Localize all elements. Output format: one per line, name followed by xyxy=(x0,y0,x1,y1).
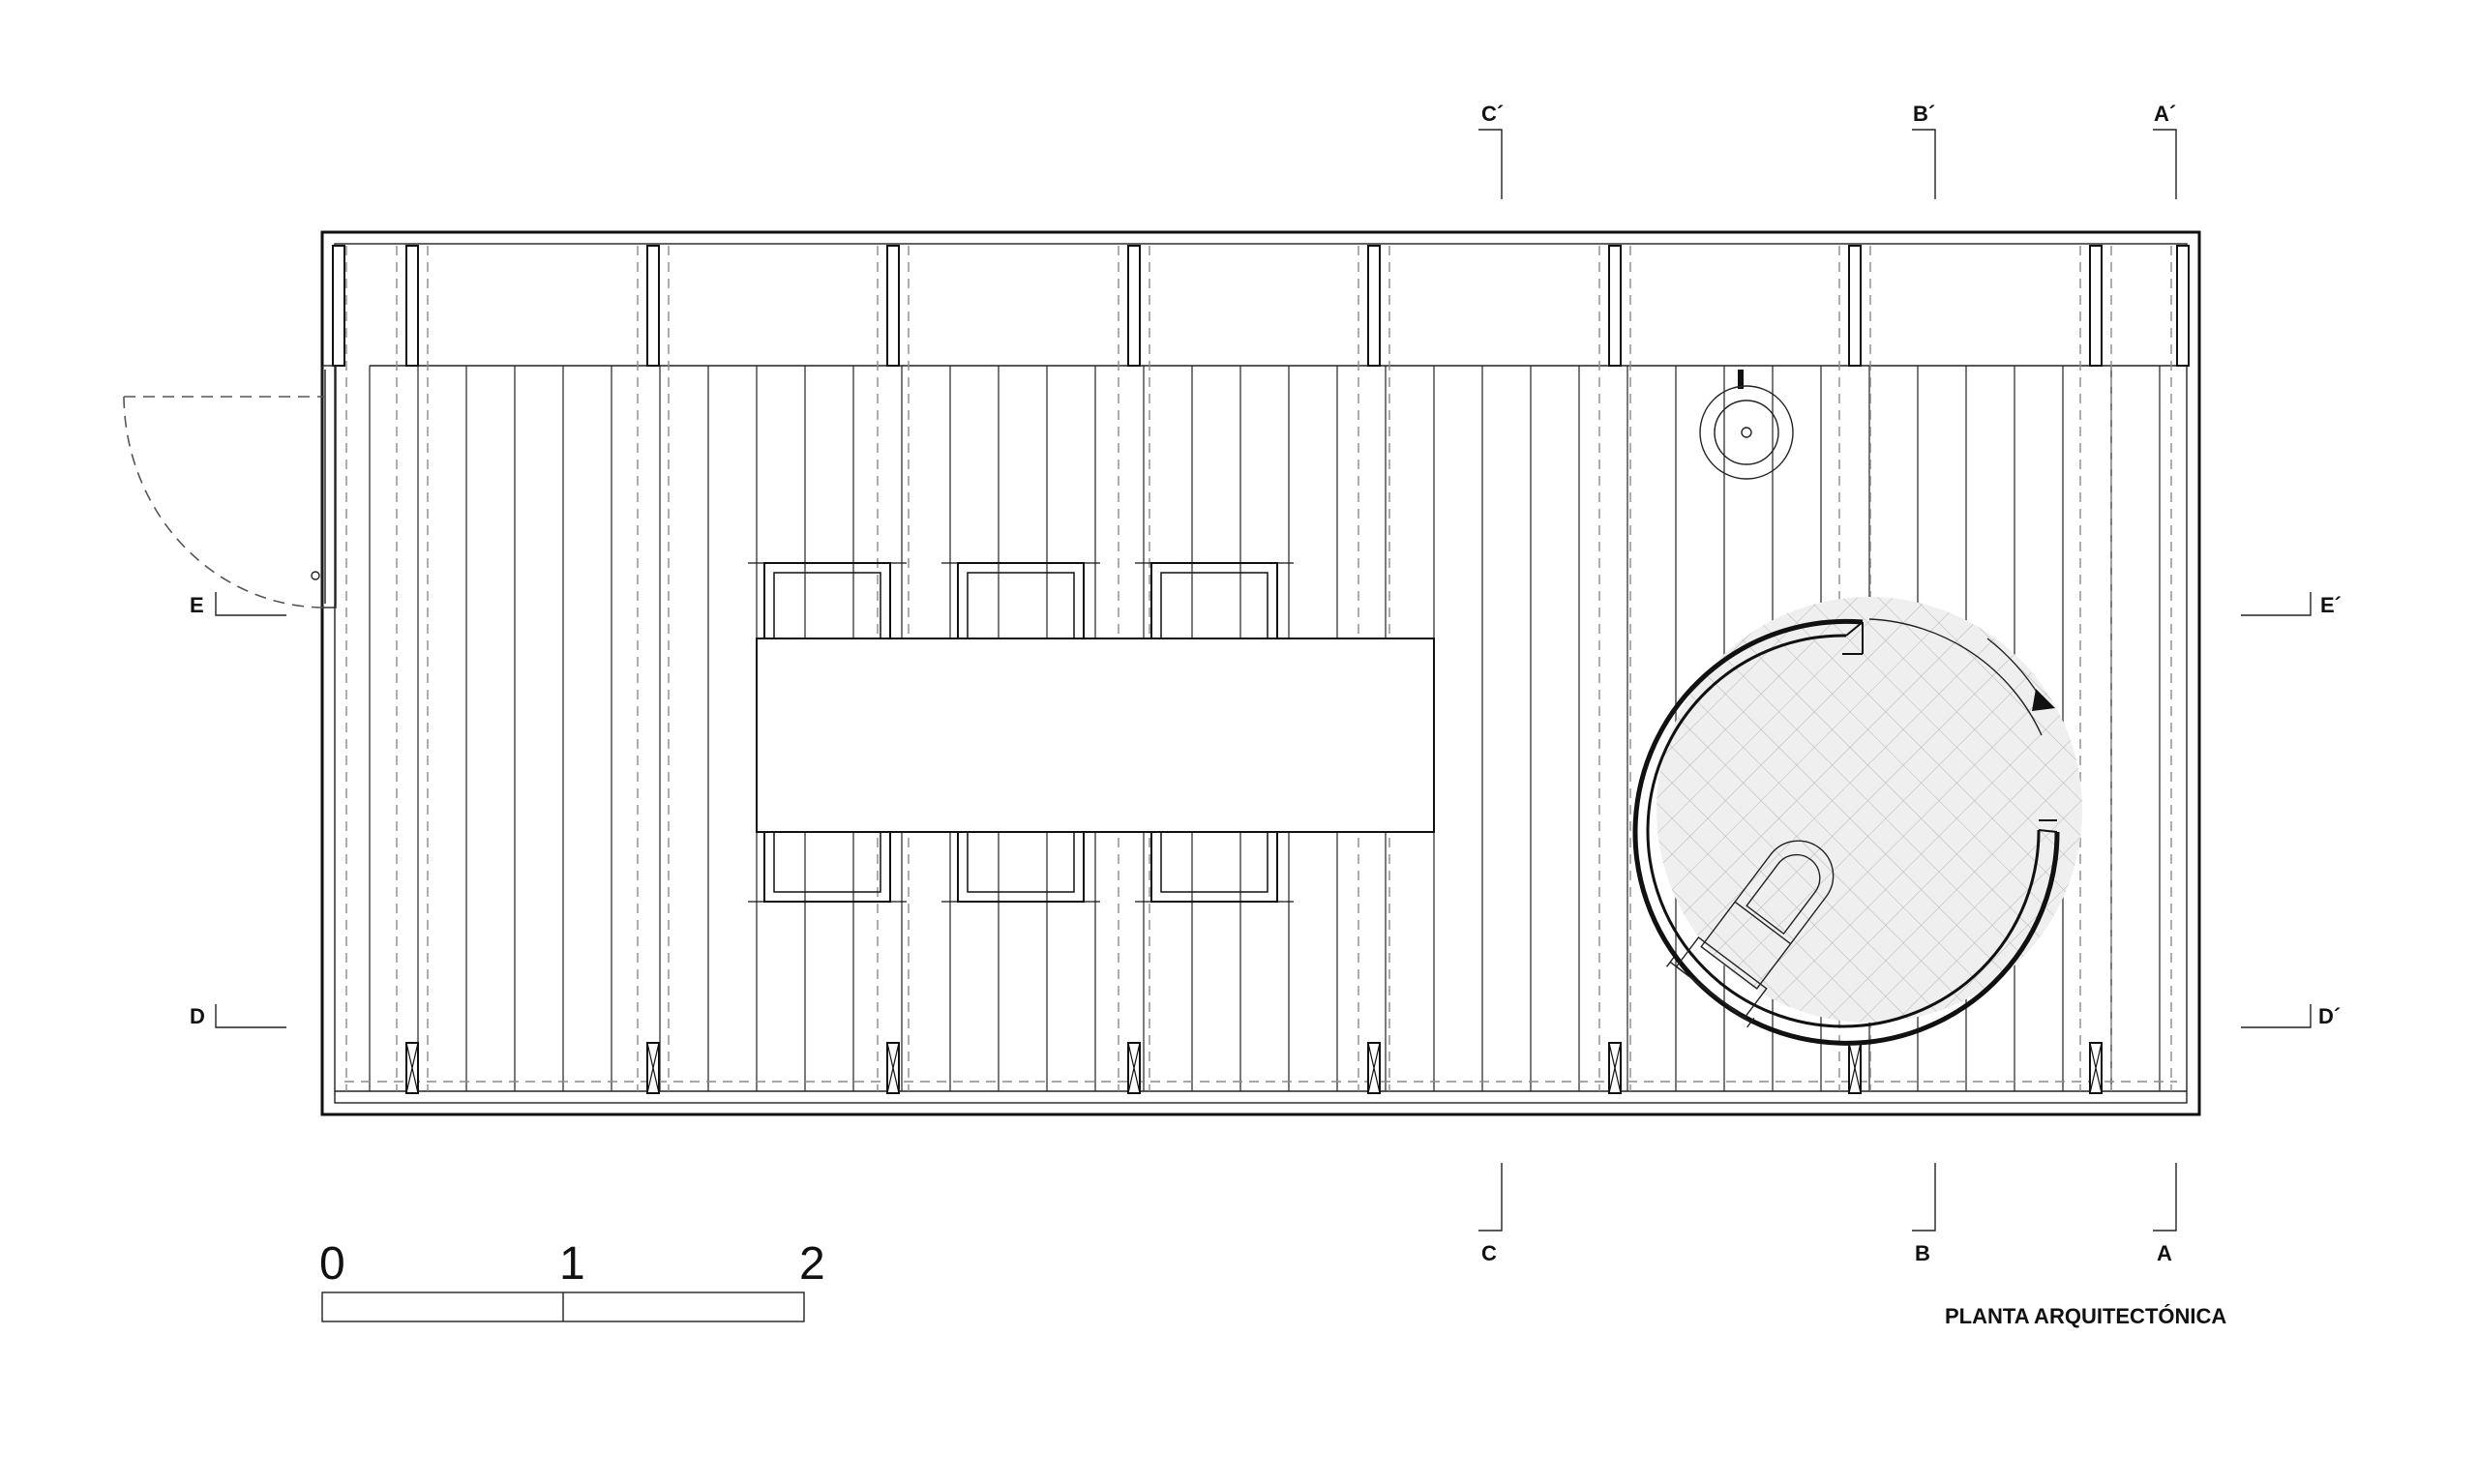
wall-post xyxy=(646,245,660,367)
column-icon xyxy=(1608,1042,1622,1094)
wall-post xyxy=(332,245,345,367)
svg-text:E: E xyxy=(190,593,204,617)
wall-posts xyxy=(332,245,2190,367)
svg-text:2: 2 xyxy=(799,1238,825,1290)
wall-post xyxy=(1848,245,1862,367)
column-icon xyxy=(405,1042,419,1094)
sliding-door-arrow-icon xyxy=(1986,638,2055,711)
wall-post xyxy=(2089,245,2103,367)
wall-post xyxy=(886,245,900,367)
section-mark-b-bottom: B xyxy=(1912,1163,1936,1265)
svg-text:E´: E´ xyxy=(2320,593,2342,617)
column-markers xyxy=(405,1042,2103,1094)
toilet-icon xyxy=(1666,840,1835,1028)
door-swing-icon xyxy=(123,365,337,608)
shower-enclosure-icon xyxy=(1632,597,2082,1046)
svg-text:D´: D´ xyxy=(2318,1004,2341,1028)
wall-post xyxy=(1367,245,1381,367)
chair-icon xyxy=(748,562,907,638)
section-mark-a-bottom: A xyxy=(2153,1163,2177,1265)
column-icon xyxy=(886,1042,900,1094)
section-mark-c-top: C´ xyxy=(1478,102,1504,199)
section-mark-e-right: E´ xyxy=(2241,592,2342,617)
section-mark-d-left: D xyxy=(190,1004,286,1028)
chair-icon xyxy=(1135,832,1294,903)
svg-text:C: C xyxy=(1481,1241,1497,1265)
svg-text:D: D xyxy=(190,1004,205,1028)
wall-post xyxy=(2176,245,2190,367)
scale-bar: 0 1 2 xyxy=(319,1238,825,1322)
svg-text:B: B xyxy=(1915,1241,1930,1265)
column-icon xyxy=(2089,1042,2103,1094)
svg-text:0: 0 xyxy=(319,1238,345,1290)
drawing-title: PLANTA ARQUITECTÓNICA xyxy=(1945,1304,2226,1328)
svg-text:C´: C´ xyxy=(1481,102,1504,126)
svg-text:A´: A´ xyxy=(2154,102,2176,126)
section-mark-e-left: E xyxy=(190,592,286,617)
svg-text:1: 1 xyxy=(559,1238,585,1290)
section-mark-b-top: B´ xyxy=(1912,102,1936,199)
chairs xyxy=(748,562,1294,903)
dining-table xyxy=(756,638,1435,833)
column-icon xyxy=(1127,1042,1141,1094)
wall-post xyxy=(1608,245,1622,367)
column-icon xyxy=(1367,1042,1381,1094)
section-mark-c-bottom: C xyxy=(1478,1163,1503,1265)
floor-planks xyxy=(369,366,2161,1091)
chair-icon xyxy=(1135,562,1294,638)
chair-icon xyxy=(748,832,907,903)
svg-text:B´: B´ xyxy=(1913,102,1935,126)
sink-icon xyxy=(1699,370,1794,480)
building-outline xyxy=(320,230,2201,1116)
chair-icon xyxy=(941,562,1100,638)
wall-post xyxy=(1127,245,1141,367)
column-icon xyxy=(646,1042,660,1094)
wall-post xyxy=(405,245,419,367)
section-mark-d-right: D´ xyxy=(2241,1004,2341,1028)
section-mark-a-top: A´ xyxy=(2153,102,2177,199)
svg-text:A: A xyxy=(2157,1241,2172,1265)
hidden-structure-lines xyxy=(344,246,2177,1091)
chair-icon xyxy=(941,832,1100,903)
column-icon xyxy=(1848,1042,1862,1094)
